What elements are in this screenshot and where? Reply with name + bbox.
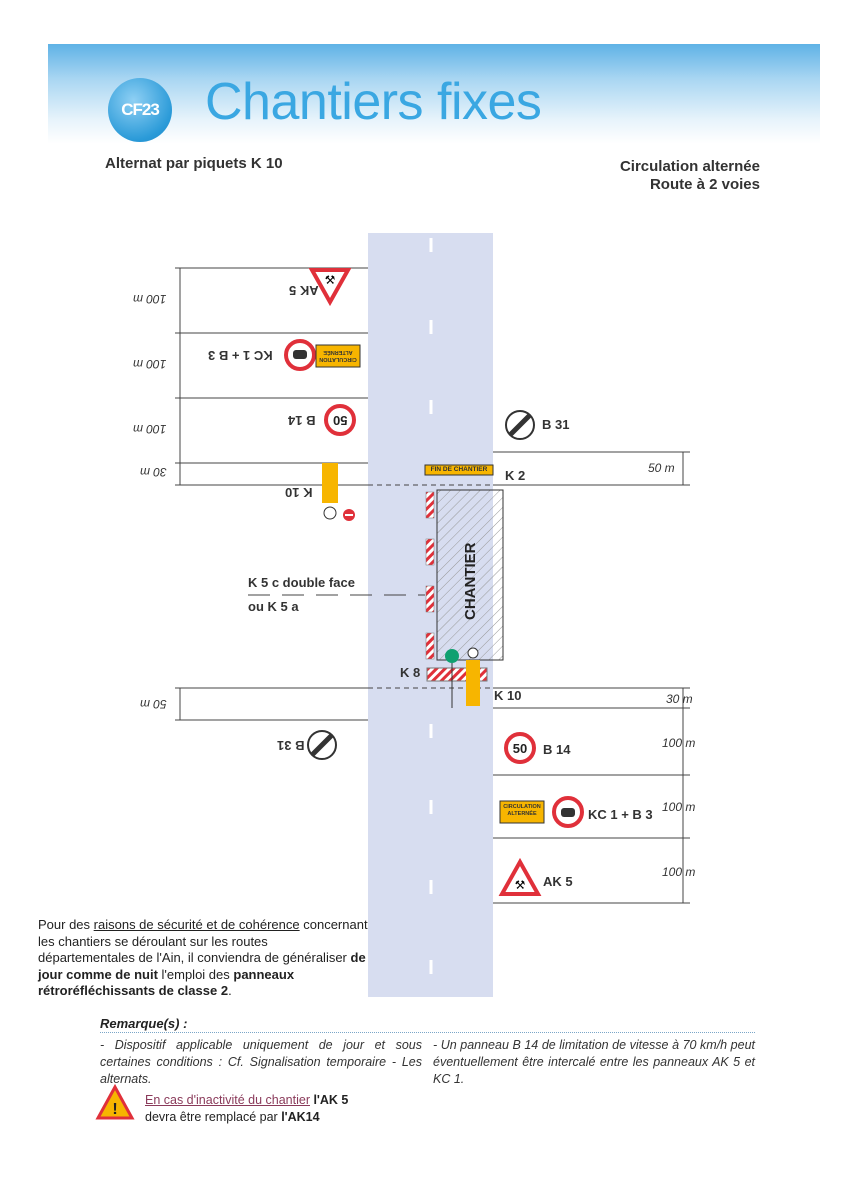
header-band bbox=[48, 44, 820, 144]
page-title: Chantiers fixes bbox=[205, 73, 542, 131]
fin-chantier-panel bbox=[424, 464, 494, 476]
label-k5c: K 5 c double face bbox=[248, 575, 355, 590]
kc1-sign-left bbox=[284, 339, 316, 371]
b14-sign-right bbox=[504, 732, 536, 764]
green-disc bbox=[445, 649, 459, 663]
label-b31-right: B 31 bbox=[542, 417, 570, 432]
subtitle-right-2: Route à 2 voies bbox=[649, 176, 760, 193]
subtitle-left: Alternat par piquets K 10 bbox=[105, 155, 283, 172]
remarks-divider bbox=[100, 1032, 755, 1033]
ak5-sign-left: ⚒ bbox=[308, 268, 352, 307]
dim-left-4: 30 m bbox=[140, 465, 167, 479]
chantier-label: CHANTIER bbox=[462, 542, 479, 621]
dim-left-1: 100 m bbox=[133, 292, 167, 306]
dim-left-3: 100 m bbox=[133, 422, 167, 436]
label-k8: K 8 bbox=[400, 665, 421, 680]
dim-right-2: 30 m bbox=[666, 692, 693, 706]
label-k10-left: K 10 bbox=[285, 485, 313, 500]
svg-text:!: ! bbox=[112, 1101, 117, 1118]
circulation-panel-right bbox=[499, 800, 545, 824]
dim-right-1: 50 m bbox=[648, 461, 675, 475]
fin-chantier-text: FIN DE CHANTIER bbox=[430, 466, 488, 473]
k10-flagger-right bbox=[466, 647, 480, 706]
k10-flagger-left bbox=[322, 463, 355, 521]
kc1-sign-right bbox=[552, 796, 584, 828]
dim-right-4: 100 m bbox=[662, 800, 696, 814]
dim-right-3: 100 m bbox=[662, 736, 696, 750]
circulation-panel-left bbox=[315, 344, 361, 368]
dim-right-5: 100 m bbox=[662, 865, 696, 879]
label-b14-left: B 14 bbox=[288, 413, 316, 428]
b14-speed-right: 50 bbox=[512, 741, 528, 756]
dim-left-5: 50 m bbox=[140, 697, 167, 711]
label-k10-right: K 10 bbox=[494, 688, 522, 703]
b31-sign-left bbox=[307, 730, 337, 760]
remark-right: - Un panneau B 14 de limitation de vites… bbox=[433, 1038, 755, 1086]
label-b31-left: B 31 bbox=[277, 738, 305, 753]
dim-left-2: 100 m bbox=[133, 357, 167, 371]
ak5-sign-right: ⚒ bbox=[498, 857, 542, 896]
remarks-title: Remarque(s) : bbox=[100, 1016, 188, 1031]
label-kc1b3-left: KC 1 + B 3 bbox=[208, 348, 273, 363]
subtitle-right-1: Circulation alternée bbox=[619, 158, 760, 175]
inactivity-link[interactable]: En cas d'inactivité du chantier bbox=[145, 1093, 310, 1107]
b14-sign-left bbox=[324, 404, 356, 436]
chantier-zone bbox=[436, 489, 504, 661]
b31-sign-right bbox=[505, 410, 535, 440]
k5-cones bbox=[425, 491, 435, 660]
remark-left: - Dispositif applicable uniquement de jo… bbox=[100, 1038, 422, 1086]
label-kc1b3-right: KC 1 + B 3 bbox=[588, 807, 653, 822]
warning-icon bbox=[95, 1083, 135, 1120]
cf-badge: CF23 bbox=[108, 78, 172, 142]
label-b14-right: B 14 bbox=[543, 742, 571, 757]
svg-text:⚒: ⚒ bbox=[515, 878, 526, 892]
svg-text:⚒: ⚒ bbox=[325, 273, 336, 287]
label-k5a: ou K 5 a bbox=[248, 599, 299, 614]
label-ak5-left: AK 5 bbox=[289, 283, 319, 298]
label-ak5-right: AK 5 bbox=[543, 874, 573, 889]
b14-speed-left: 50 bbox=[332, 413, 348, 428]
safety-note: Pour des raisons de sécurité et de cohér… bbox=[38, 917, 368, 998]
label-k2: K 2 bbox=[505, 468, 526, 483]
